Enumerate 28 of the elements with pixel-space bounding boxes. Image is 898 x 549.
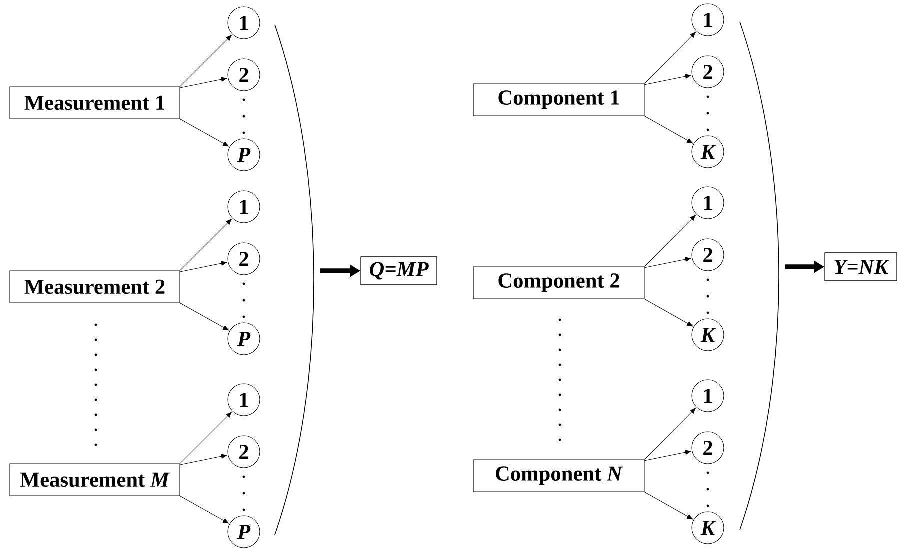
label-box: Measurement M [10, 464, 180, 496]
arrow [644, 450, 692, 462]
arrow [180, 454, 228, 466]
arrow [180, 119, 230, 147]
arrow [644, 257, 692, 268]
label-box: Measurement 1 [10, 86, 180, 120]
arrow [180, 77, 228, 88]
arrow [180, 496, 230, 524]
label-box: Component 1 [473, 84, 645, 116]
label-box: Component 2 [473, 266, 645, 300]
arrow [180, 218, 232, 271]
arrow [644, 299, 694, 327]
label-box: Component N [473, 460, 645, 492]
arrow [180, 412, 232, 464]
result-box: Y=NK [824, 252, 898, 282]
arrow [644, 116, 694, 144]
arrow [180, 261, 228, 272]
arrow [644, 74, 692, 86]
arrow [644, 215, 696, 267]
bracket [274, 24, 314, 536]
arrow [180, 303, 230, 331]
arrow [644, 492, 694, 520]
arrow [180, 34, 232, 87]
label-box: Measurement 2 [10, 270, 180, 304]
arrow [644, 408, 696, 460]
arrow [644, 32, 696, 84]
result-box: Q=MP [360, 256, 438, 286]
bracket [740, 22, 780, 530]
